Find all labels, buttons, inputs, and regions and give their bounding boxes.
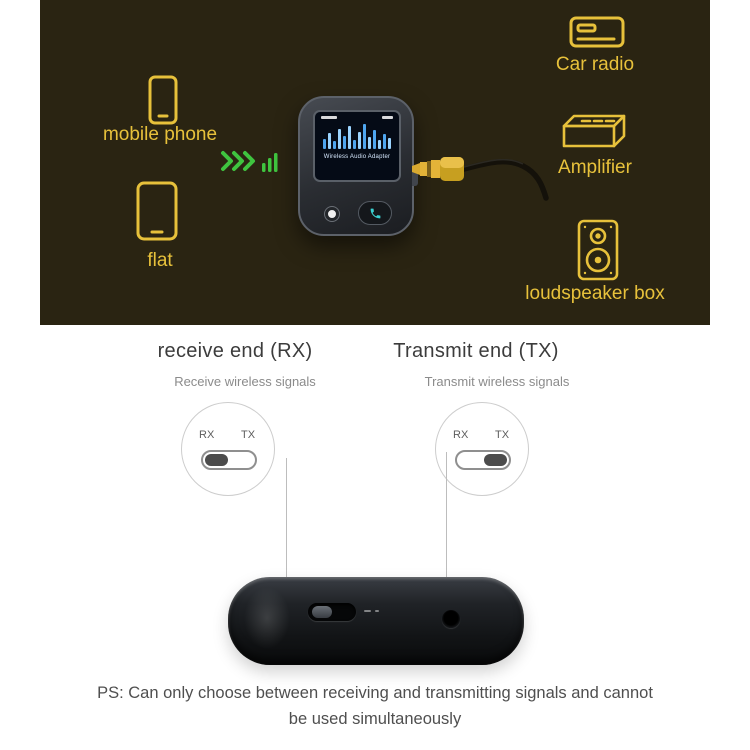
adapter-call-button (358, 201, 392, 225)
switch-marking (364, 610, 371, 612)
phone-call-icon (370, 208, 380, 218)
rx-pointer-line (286, 458, 287, 595)
amplifier-label: Amplifier (558, 157, 632, 178)
aux-cable-icon (410, 136, 550, 213)
rx-tx-switch (201, 450, 257, 470)
screen-title: Wireless Audio Adapter (323, 154, 391, 160)
rx-option-label: RX (199, 429, 215, 441)
footer-note: PS: Can only choose between receiving an… (80, 681, 670, 732)
rx-option-label: RX (453, 429, 469, 441)
receive-mode-title: receive end (RX) (157, 340, 313, 362)
screen-status-left (321, 116, 337, 119)
slider-knob (312, 606, 332, 618)
transmit-mode-subtitle: Transmit wireless signals (424, 374, 570, 389)
screen-spectrum (315, 122, 399, 149)
car-radio-label: Car radio (555, 54, 635, 75)
footer-note-line2: be used simultaneously (288, 709, 462, 728)
mobile-phone-icon (145, 74, 181, 131)
aux-jack-port (442, 610, 460, 628)
rx-tx-switch (455, 450, 511, 470)
tx-option-label: TX (241, 429, 256, 441)
switch-knob (205, 454, 228, 466)
switch-marking (375, 610, 379, 612)
loudspeaker-label: loudspeaker box (525, 283, 665, 304)
car-radio-icon (568, 12, 626, 57)
amplifier-icon (560, 112, 628, 157)
adapter-round-button (325, 207, 339, 221)
signal-arrows-icon (220, 146, 284, 181)
rx-switch-illustration: RX TX (181, 402, 275, 496)
adapter-top-view-photo (228, 577, 524, 665)
switch-knob (484, 454, 507, 466)
mode-slider-switch (308, 603, 356, 621)
screen-status-row (315, 112, 399, 119)
tablet-label: flat (147, 250, 173, 271)
adapter-product-image: Wireless Audio Adapter (298, 96, 418, 236)
tablet-icon (134, 180, 180, 247)
screen-status-right (382, 116, 393, 119)
footer-note-line1: PS: Can only choose between receiving an… (97, 684, 653, 702)
loudspeaker-icon (574, 218, 622, 287)
adapter-screen: Wireless Audio Adapter (313, 110, 401, 182)
receive-mode-subtitle: Receive wireless signals (174, 374, 316, 389)
adapter-side-button (412, 170, 418, 186)
tx-switch-illustration: RX TX (435, 402, 529, 496)
transmit-mode-title: Transmit end (TX) (393, 340, 559, 362)
mobile-phone-label: mobile phone (102, 124, 218, 145)
tx-option-label: TX (495, 429, 510, 441)
tx-pointer-line (446, 452, 447, 580)
